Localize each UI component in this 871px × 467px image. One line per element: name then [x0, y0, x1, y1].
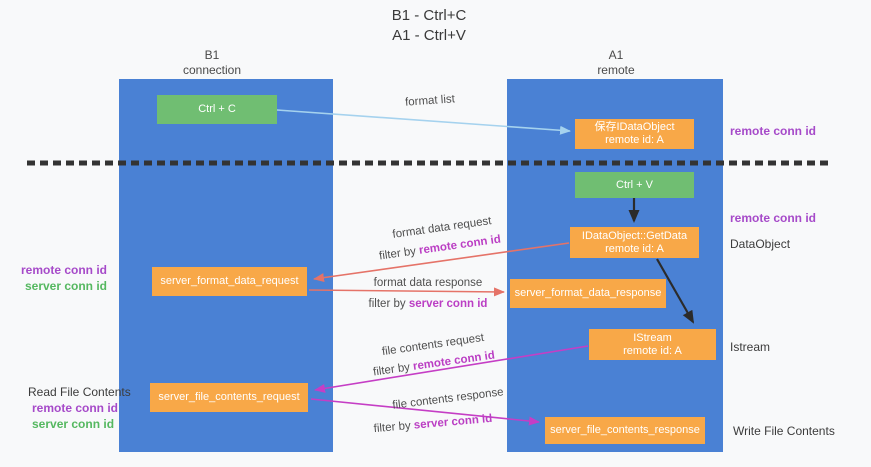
- left-remote-conn-id-top: remote conn id: [20, 263, 107, 277]
- lane-header-a1: A1 remote: [556, 48, 676, 78]
- lane-a1-role: remote: [597, 63, 635, 77]
- node-getdata-line2: remote id: A: [605, 242, 664, 255]
- node-server-format-data-request: server_format_data_request: [152, 267, 307, 296]
- remote-conn-id-highlight: remote conn id: [412, 349, 496, 373]
- node-istream-line2: remote id: A: [623, 344, 682, 357]
- right-remote-conn-id-mid: remote conn id: [730, 211, 817, 225]
- node-istream: IStream remote id: A: [589, 329, 716, 360]
- node-ctrl-c-label: Ctrl + C: [198, 103, 236, 115]
- right-write-file-contents-label: Write File Contents: [733, 424, 835, 438]
- lane-b1-name: B1: [204, 48, 220, 62]
- title-line-2: A1 - Ctrl+V: [392, 27, 466, 44]
- title-line-1: B1 - Ctrl+C: [391, 7, 467, 24]
- node-ctrl-v-label: Ctrl + V: [616, 178, 653, 191]
- right-remote-conn-id-top: remote conn id: [730, 124, 817, 138]
- label-format-data-response: format data response: [373, 277, 483, 289]
- diagram-title: B1 - Ctrl+C A1 - Ctrl+V: [329, 6, 529, 46]
- lane-b1-role: connection: [182, 63, 242, 77]
- node-getdata-line1: IDataObject::GetData: [581, 229, 688, 242]
- node-server-file-contents-request: server_file_contents_request: [150, 383, 308, 412]
- label-file-contents-response: file contents response: [391, 386, 505, 412]
- node-idataobject-getdata: IDataObject::GetData remote id: A: [570, 227, 699, 258]
- label-format-list: format list: [404, 93, 456, 109]
- left-read-file-contents-label: Read File Contents: [28, 385, 131, 399]
- node-server-format-data-response-label: server_format_data_response: [514, 287, 662, 299]
- node-server-format-data-request-label: server_format_data_request: [160, 275, 299, 287]
- node-server-format-data-response: server_format_data_response: [510, 279, 666, 308]
- node-server-file-contents-response: server_file_contents_response: [545, 417, 705, 444]
- lane-a1-name: A1: [608, 48, 624, 62]
- node-ctrl-c: Ctrl + C: [157, 95, 277, 124]
- server-conn-id-highlight: server conn id: [408, 298, 488, 310]
- node-save-idataobject: 保存IDataObject remote id: A: [575, 119, 694, 149]
- right-istream-label: Istream: [730, 340, 771, 354]
- lane-header-b1: B1 connection: [152, 48, 272, 78]
- node-ctrl-v: Ctrl + V: [575, 172, 694, 198]
- server-conn-id-highlight: server conn id: [413, 412, 493, 432]
- left-remote-conn-id-bottom: remote conn id: [32, 401, 119, 415]
- right-dataobject-label: DataObject: [730, 237, 791, 251]
- node-server-file-contents-response-label: server_file_contents_response: [550, 424, 700, 436]
- node-istream-line1: IStream: [633, 331, 672, 344]
- node-save-idataobject-line2: remote id: A: [605, 134, 664, 146]
- node-save-idataobject-line1: 保存IDataObject: [594, 121, 675, 133]
- label-filter-server-conn-id-1: filter by server conn id: [368, 298, 488, 310]
- remote-conn-id-highlight: remote conn id: [418, 233, 502, 257]
- left-server-conn-id-top: server conn id: [24, 279, 107, 293]
- left-server-conn-id-bottom: server conn id: [32, 417, 115, 431]
- format-data-response-arrow: [308, 287, 505, 297]
- node-server-file-contents-request-label: server_file_contents_request: [158, 391, 300, 403]
